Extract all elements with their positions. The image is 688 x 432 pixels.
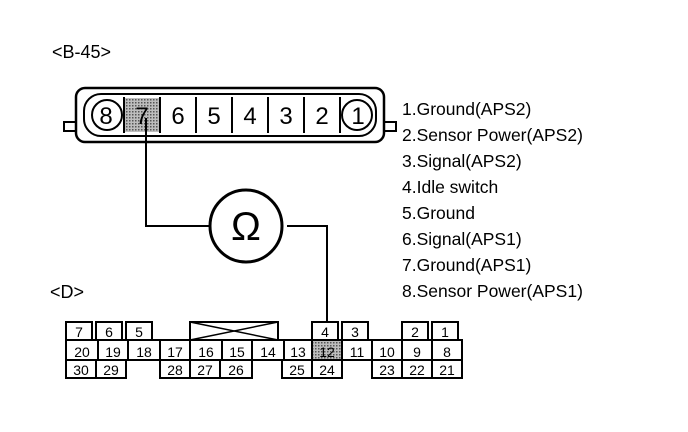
connector-d-blank-cavity [189, 321, 279, 341]
connector-d-pin-19: 19 [97, 339, 129, 361]
connector-b45-pin-3: 3 [267, 97, 293, 133]
connector-b45-pin-1: 1 [339, 97, 373, 133]
svg-text:9: 9 [413, 344, 421, 360]
svg-text:26: 26 [228, 362, 244, 378]
connector-d-pin-4: 4 [311, 321, 339, 341]
wire-b45-to-ohmmeter [145, 118, 210, 227]
connector-d-pin-10: 10 [371, 339, 403, 361]
svg-text:8: 8 [99, 103, 112, 130]
connector-d-pin-12: 12 [311, 339, 343, 361]
connector-b45-pin-7: 7 [123, 97, 159, 133]
pin-description-4: 4.Idle switch [402, 177, 499, 197]
svg-text:8: 8 [443, 344, 451, 360]
svg-text:17: 17 [167, 344, 183, 360]
connector-d-pin-14: 14 [251, 339, 285, 361]
connector-d-pin-11: 11 [341, 339, 373, 361]
connector-d-pin-7: 7 [65, 321, 93, 341]
pin-description-8: 8.Sensor Power(APS1) [402, 281, 583, 301]
svg-text:16: 16 [198, 344, 214, 360]
svg-text:6: 6 [105, 324, 113, 340]
svg-text:12: 12 [319, 344, 335, 360]
svg-text:15: 15 [229, 344, 245, 360]
svg-text:14: 14 [260, 344, 276, 360]
svg-text:22: 22 [409, 362, 425, 378]
svg-text:4: 4 [321, 324, 329, 340]
svg-text:5: 5 [135, 324, 143, 340]
ohmmeter-symbol: Ω [231, 205, 261, 249]
connector-d-pin-25: 25 [281, 359, 313, 379]
connector-d-pin-3: 3 [341, 321, 369, 341]
pin-description-5: 5.Ground [402, 203, 475, 223]
connector-d-pin-29: 29 [95, 359, 127, 379]
wire-ohmmeter-to-d [287, 225, 328, 348]
svg-text:29: 29 [103, 362, 119, 378]
svg-text:23: 23 [379, 362, 395, 378]
ohmmeter-icon: Ω [208, 188, 284, 264]
connector-b45-pin-2: 2 [303, 97, 329, 133]
svg-text:3: 3 [351, 324, 359, 340]
svg-text:5: 5 [207, 103, 220, 130]
connector-d-pin-21: 21 [431, 359, 463, 379]
connector-d-pin-5: 5 [125, 321, 153, 341]
pin-description-3: 3.Signal(APS2) [402, 151, 522, 171]
connector-d-pin-18: 18 [127, 339, 161, 361]
connector-d-pin-15: 15 [221, 339, 253, 361]
svg-text:3: 3 [279, 103, 292, 130]
svg-text:4: 4 [243, 103, 256, 130]
connector-d-pin-20: 20 [65, 339, 99, 361]
svg-text:27: 27 [197, 362, 213, 378]
svg-text:10: 10 [379, 344, 395, 360]
connector-d-pin-24: 24 [311, 359, 343, 379]
svg-text:18: 18 [136, 344, 152, 360]
connector-b45-label: <B-45> [52, 42, 112, 62]
pin-description-2: 2.Sensor Power(APS2) [402, 125, 583, 145]
svg-text:6: 6 [171, 103, 184, 130]
pin-description-7: 7.Ground(APS1) [402, 255, 532, 275]
connector-b45-pin-5: 5 [195, 97, 221, 133]
svg-text:1: 1 [351, 103, 364, 130]
connector-d-pin-8: 8 [431, 339, 463, 361]
svg-text:11: 11 [350, 344, 365, 360]
svg-text:7: 7 [75, 324, 83, 340]
connector-d-pin-26: 26 [219, 359, 253, 379]
connector-b45-pin-4: 4 [231, 97, 257, 133]
connector-b45-pin-6: 6 [159, 97, 185, 133]
svg-text:25: 25 [289, 362, 305, 378]
connector-d-pin-9: 9 [401, 339, 433, 361]
connector-d-pin-27: 27 [189, 359, 221, 379]
svg-text:28: 28 [167, 362, 183, 378]
svg-text:20: 20 [74, 344, 90, 360]
pin-description-6: 6.Signal(APS1) [402, 229, 522, 249]
connector-d-pin-6: 6 [95, 321, 123, 341]
svg-text:30: 30 [73, 362, 89, 378]
connector-d-pin-13: 13 [283, 339, 313, 361]
svg-text:19: 19 [105, 344, 121, 360]
connector-d-pin-28: 28 [159, 359, 191, 379]
pin-description-list: 1.Ground(APS2) 2.Sensor Power(APS2) 3.Si… [402, 96, 583, 304]
svg-text:21: 21 [439, 362, 455, 378]
connector-d-pin-23: 23 [371, 359, 403, 379]
svg-text:2: 2 [411, 324, 419, 340]
svg-text:1: 1 [441, 324, 449, 340]
svg-text:13: 13 [290, 344, 306, 360]
connector-d-pin-22: 22 [401, 359, 433, 379]
connector-d-pin-1: 1 [431, 321, 459, 341]
svg-text:2: 2 [315, 103, 328, 130]
connector-b45-pin-8: 8 [91, 99, 123, 131]
connector-d-pin-2: 2 [401, 321, 429, 341]
connector-d-pin-30: 30 [65, 359, 97, 379]
connector-d-pin-17: 17 [159, 339, 191, 361]
pin-description-1: 1.Ground(APS2) [402, 99, 532, 119]
connector-d-pin-16: 16 [189, 339, 223, 361]
connector-d-label: <D> [50, 282, 85, 302]
svg-text:24: 24 [319, 362, 335, 378]
